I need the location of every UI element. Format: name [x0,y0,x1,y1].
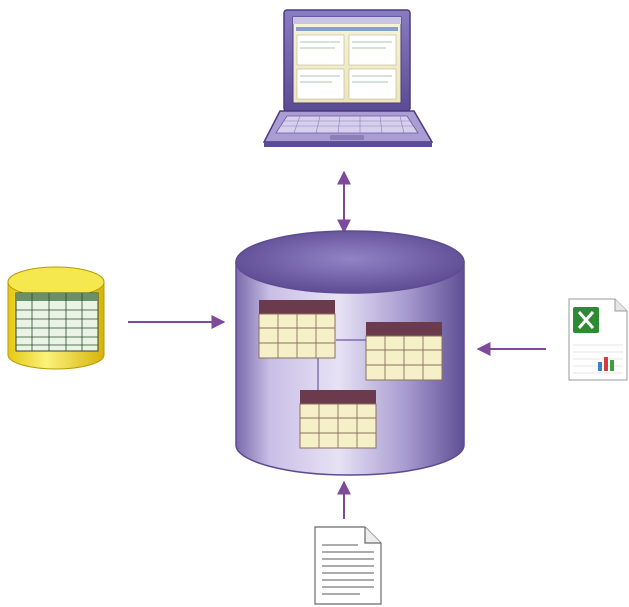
laptop-icon [262,9,434,147]
text-document-icon [314,526,382,605]
excel-spreadsheet-icon [568,298,628,381]
table-icon [365,322,443,381]
table-icon [299,390,377,449]
yellow-database-icon [7,266,105,370]
table-icon [258,300,336,359]
